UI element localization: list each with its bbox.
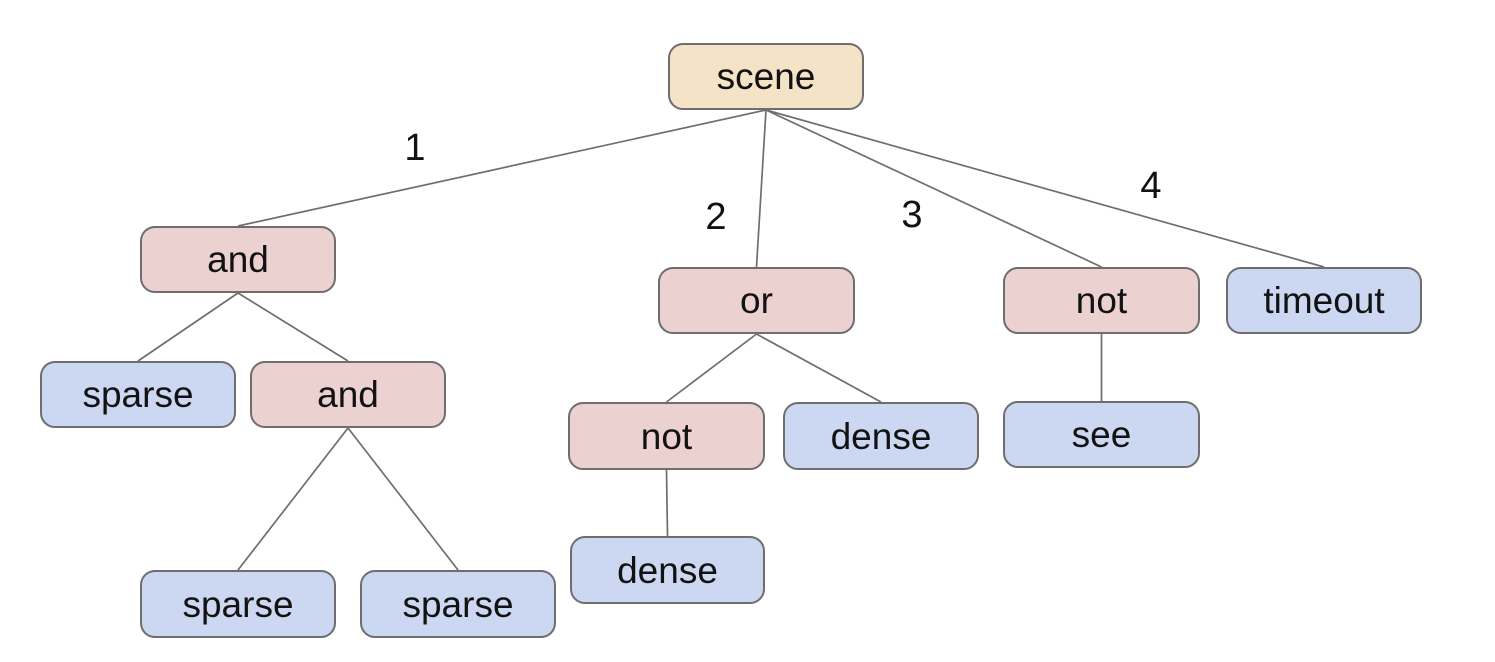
node-sparse-3: sparse [360, 570, 556, 638]
node-and-1: and [140, 226, 336, 293]
tree-edge-or1-dense1 [756, 333, 882, 403]
node-sparse-2: sparse [140, 570, 336, 638]
tree-edge-scene-and1 [237, 109, 767, 227]
edge-label-2: 2 [705, 196, 727, 238]
node-timeout: timeout [1226, 267, 1422, 334]
edge-label-4: 4 [1140, 165, 1162, 207]
tree-edge-or1-not2 [665, 333, 758, 403]
tree-edge-scene-or1 [755, 109, 767, 268]
node-and-2: and [250, 361, 446, 428]
edge-label-3: 3 [901, 194, 923, 236]
tree-edge-and1-and2 [237, 292, 349, 362]
node-dense-2: dense [570, 536, 765, 604]
tree-edge-not2-dense2 [665, 469, 669, 537]
node-see: see [1003, 401, 1200, 468]
node-or: or [658, 267, 855, 334]
node-not-2: not [568, 402, 765, 470]
tree-edge-and2-sparse3 [347, 427, 459, 571]
tree-edge-scene-not1 [765, 109, 1102, 268]
tree-edge-scene-timeout1 [765, 109, 1325, 268]
node-sparse-1: sparse [40, 361, 236, 428]
node-not-1: not [1003, 267, 1200, 334]
node-dense-1: dense [783, 402, 979, 470]
tree-edge-and1-sparse1 [137, 292, 239, 362]
tree-edge-and2-sparse2 [237, 427, 349, 571]
node-scene: scene [668, 43, 864, 110]
edge-label-1: 1 [404, 127, 426, 169]
